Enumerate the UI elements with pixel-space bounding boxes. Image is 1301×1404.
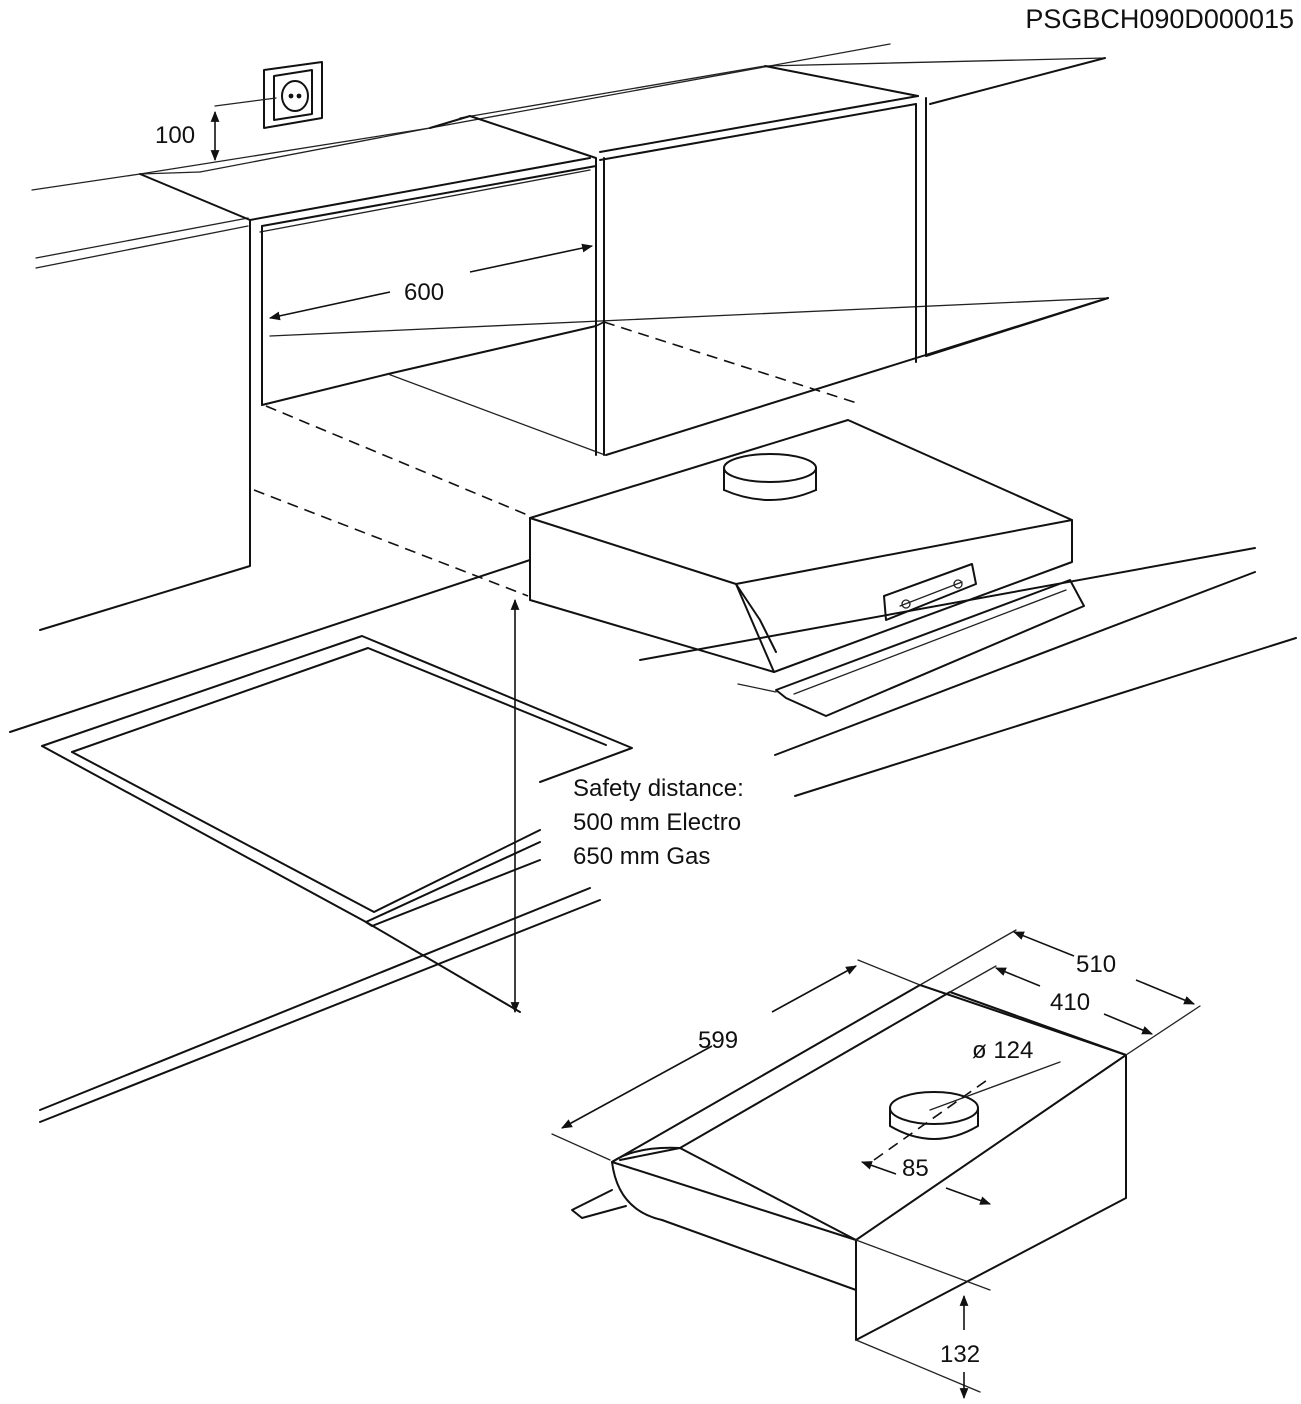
safety-distance-title: Safety distance:	[573, 775, 744, 802]
hood-installed	[529, 419, 1085, 717]
dimension-lines	[210, 97, 594, 1014]
cabinet-center	[429, 57, 1109, 456]
dim-hood-height: 132	[940, 1341, 980, 1368]
dim-hood-depth: 510	[1076, 951, 1116, 978]
hood-detail	[571, 984, 1127, 1341]
dim-hood-inner-depth: 410	[1050, 989, 1090, 1016]
hob	[41, 635, 633, 1013]
dim-hood-width: 599	[698, 1027, 738, 1054]
cabinet-left	[39, 157, 591, 631]
dim-socket-offset: 100	[155, 122, 195, 149]
diagram-code: PSGBCH090D000015	[1025, 4, 1294, 34]
wall-top-lines	[31, 43, 1109, 337]
dim-cabinet-width: 600	[404, 279, 444, 306]
projection-lines	[253, 321, 861, 597]
safety-distance-gas: 650 mm Gas	[573, 843, 710, 870]
cabinet-opening	[261, 165, 606, 456]
dim-duct-diameter: ø 124	[972, 1037, 1033, 1064]
dim-duct-offset: 85	[902, 1155, 929, 1182]
safety-distance-electro: 500 mm Electro	[573, 809, 741, 836]
detail-dimension-lines	[551, 929, 1201, 1400]
wall-socket	[263, 61, 323, 129]
worktop-lines	[9, 547, 1297, 1123]
